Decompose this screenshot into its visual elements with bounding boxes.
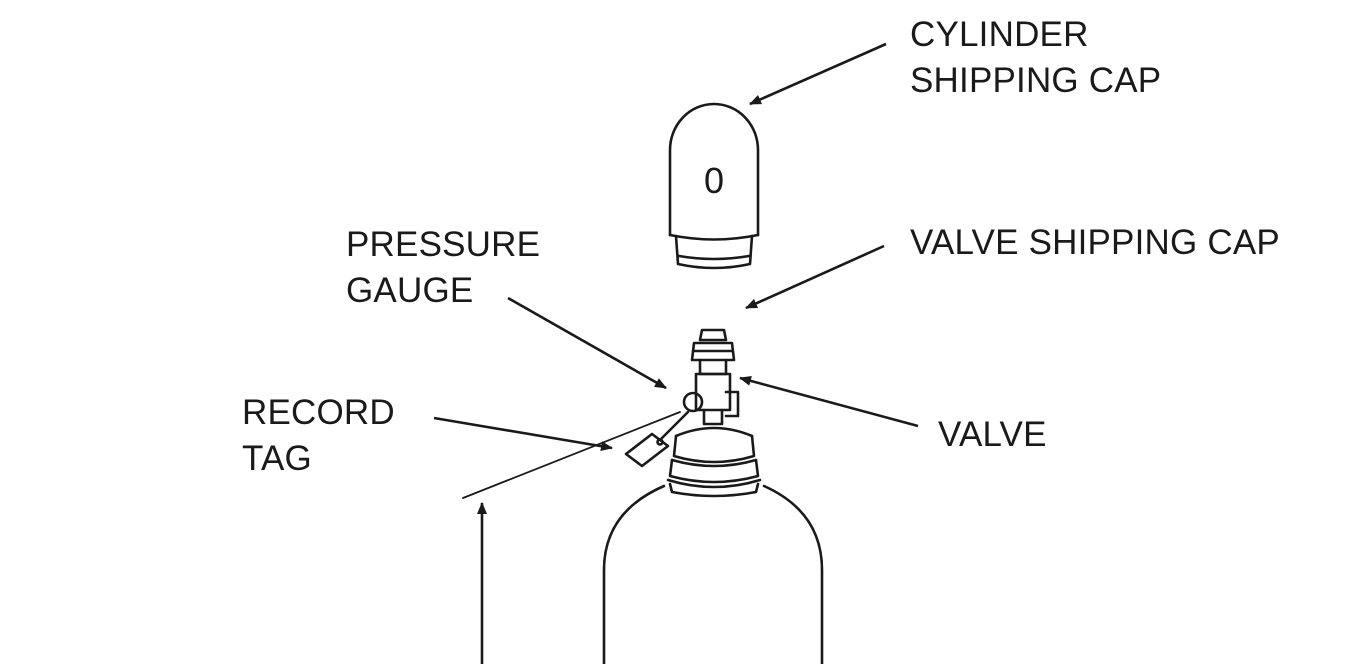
cylinder-shipping-cap — [668, 102, 760, 270]
record-tag-arrow — [433, 416, 613, 452]
valve-label: VALVE — [938, 415, 1047, 454]
cylinder-collar — [666, 426, 762, 498]
tag-wire-line — [462, 411, 681, 499]
pressure-gauge-label: PRESSURE GAUGE — [346, 225, 541, 310]
valve-arrow — [739, 376, 919, 428]
cap-marking: 0 — [704, 160, 724, 201]
valve-assembly — [682, 328, 740, 426]
record-tag-label: RECORD TAG — [242, 393, 395, 478]
valve-shipping-cap-label: VALVE SHIPPING CAP — [910, 223, 1280, 262]
record-tag — [624, 410, 690, 468]
cylinder-shipping-cap-arrow — [749, 42, 887, 106]
valve-shipping-cap-arrow — [745, 244, 885, 310]
cylinder-body — [602, 484, 824, 664]
pressure-gauge-arrow — [507, 296, 667, 390]
cylinder-shipping-cap-label: CYLINDER SHIPPING CAP — [910, 15, 1162, 100]
